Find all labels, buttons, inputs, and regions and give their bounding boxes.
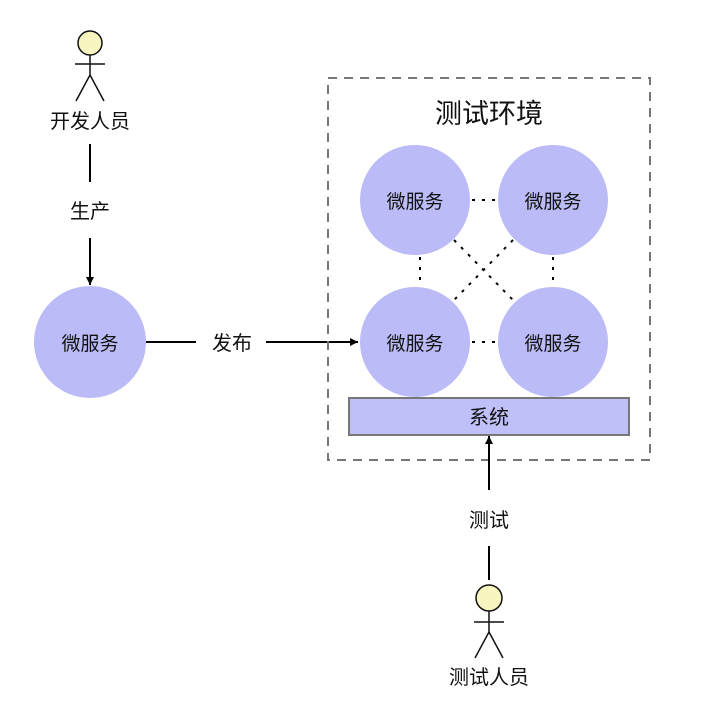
- stick-figure-icon: [75, 30, 105, 102]
- stick-figure-icon: [474, 584, 504, 659]
- publish-label: 发布: [212, 331, 252, 355]
- source-service-node: 微服务: [34, 286, 146, 398]
- service-node: 微服务: [360, 287, 470, 397]
- service-label: 微服务: [524, 191, 581, 213]
- service-label: 微服务: [386, 333, 443, 355]
- service-label: 微服务: [386, 191, 443, 213]
- tester-label: 测试人员: [449, 665, 529, 689]
- service-node: 微服务: [360, 145, 470, 255]
- produce-edge: 生产: [70, 144, 110, 285]
- system-box: 系统: [348, 397, 630, 436]
- service-node: 微服务: [498, 287, 608, 397]
- system-label: 系统: [469, 405, 509, 429]
- test-environment: 测试环境 微服务 微服务 微服务 微服务 系统: [327, 77, 651, 461]
- service-links: [419, 199, 554, 343]
- environment-title: 测试环境: [435, 99, 543, 130]
- source-service-label: 微服务: [61, 333, 118, 355]
- developer-actor: 开发人员: [50, 30, 130, 133]
- link-diag-2: [453, 239, 514, 301]
- service-node: 微服务: [498, 145, 608, 255]
- service-label: 微服务: [524, 333, 581, 355]
- produce-label: 生产: [70, 199, 110, 223]
- test-edge: 测试: [469, 436, 509, 580]
- developer-label: 开发人员: [50, 109, 130, 133]
- test-label: 测试: [469, 508, 509, 532]
- publish-edge: 发布: [146, 331, 358, 355]
- tester-actor: 测试人员: [449, 584, 529, 689]
